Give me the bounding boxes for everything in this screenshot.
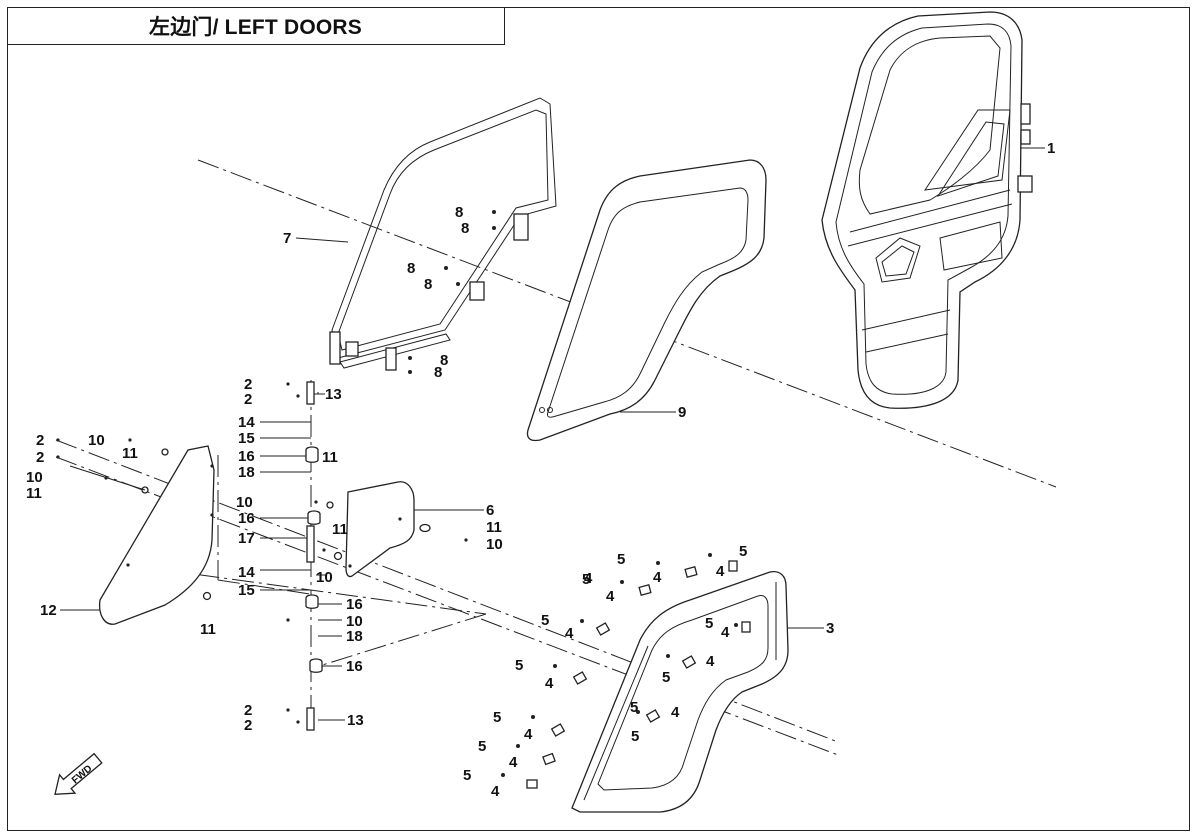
callout-5-f: 5 [662,669,670,686]
window-glass-part [526,159,767,442]
callout-2-a: 2 [244,376,252,393]
callout-5-i: 5 [493,709,501,726]
callout-5-l: 5 [630,699,638,716]
callout-8-d: 8 [424,276,432,293]
upper-door-part [821,11,1033,409]
hardware-parts [56,210,751,789]
callout-10-b: 10 [26,469,43,486]
callout-4-h: 4 [671,704,680,721]
callout-11-e: 11 [332,521,348,538]
callout-16-b: 16 [238,510,255,527]
callout-2-f: 2 [244,717,252,734]
callout-4-l: 4 [584,570,593,587]
callout-13-top: 13 [325,386,342,403]
callout-9: 9 [678,404,686,421]
callout-4-c: 4 [606,588,615,605]
window-frame-part [329,97,557,371]
centerline-hinge [315,613,487,668]
callout-5-e: 5 [705,615,713,632]
callout-5-h: 5 [631,728,639,745]
callout-4-j: 4 [509,754,518,771]
callout-8-f: 8 [434,364,442,381]
callout-4-f: 4 [706,653,715,670]
page-title: 左边门/ LEFT DOORS [7,7,505,45]
callout-2-b: 2 [244,391,252,408]
callout-10-f: 10 [346,613,363,630]
callout-8-e: 8 [440,352,448,369]
callout-16-c: 16 [346,596,363,613]
callout-5-a: 5 [617,551,625,568]
callout-11-d: 11 [486,519,502,536]
callout-15-a: 15 [238,430,255,447]
callout-10-a: 10 [88,432,105,449]
callout-11-c: 11 [322,449,338,466]
callout-labels: 1 3 6 7 9 12 13 13 2 2 2 2 2 2 8 8 8 8 8… [26,140,1055,800]
callout-8-a: 8 [455,204,463,221]
callout-18-b: 18 [346,628,363,645]
callout-11-b: 11 [26,485,42,502]
callout-5-g: 5 [515,657,523,674]
callout-1: 1 [1047,140,1055,157]
callout-2-c: 2 [36,432,44,449]
callout-5-b: 5 [739,543,747,560]
centerline-foot [217,579,311,595]
callout-3: 3 [826,620,834,637]
callout-10-d: 10 [486,536,503,553]
callout-16-a: 16 [238,448,255,465]
door-panel-part-6 [345,481,415,578]
callout-5-k: 5 [463,767,471,784]
callout-13-bottom: 13 [347,712,364,729]
callout-11-f: 11 [200,621,216,638]
lower-door-frame-part [571,570,789,813]
callout-5-d: 5 [541,612,549,629]
callout-7: 7 [283,230,291,247]
callout-4-g: 4 [545,675,554,692]
callout-14-b: 14 [238,564,255,581]
callout-5-j: 5 [478,738,486,755]
fwd-arrow-icon: FWD [54,752,103,795]
callout-4-i: 4 [524,726,533,743]
callout-4-d: 4 [565,625,574,642]
callout-15-b: 15 [238,582,255,599]
callout-10-e: 10 [316,569,333,586]
callout-4-k: 4 [491,783,500,800]
callout-8-b: 8 [461,220,469,237]
leader-lines [60,147,1045,721]
door-panel-part-12 [98,445,215,625]
callout-14-a: 14 [238,414,255,431]
callout-11-a: 11 [122,445,138,462]
callout-4-a: 4 [653,569,662,586]
callout-18-a: 18 [238,464,255,481]
callout-8-c: 8 [407,260,415,277]
callout-10-c: 10 [236,494,253,511]
drawing-border [7,7,1190,831]
callout-5-c: 5 [582,571,590,588]
callout-2-e: 2 [244,702,252,719]
callout-2-d: 2 [36,449,44,466]
callout-16-d: 16 [346,658,363,675]
callout-12: 12 [40,602,57,619]
callout-6: 6 [486,502,494,519]
hinge-parts [305,381,323,731]
callout-4-b: 4 [716,563,725,580]
callout-17: 17 [238,530,255,547]
callout-4-e: 4 [721,624,730,641]
